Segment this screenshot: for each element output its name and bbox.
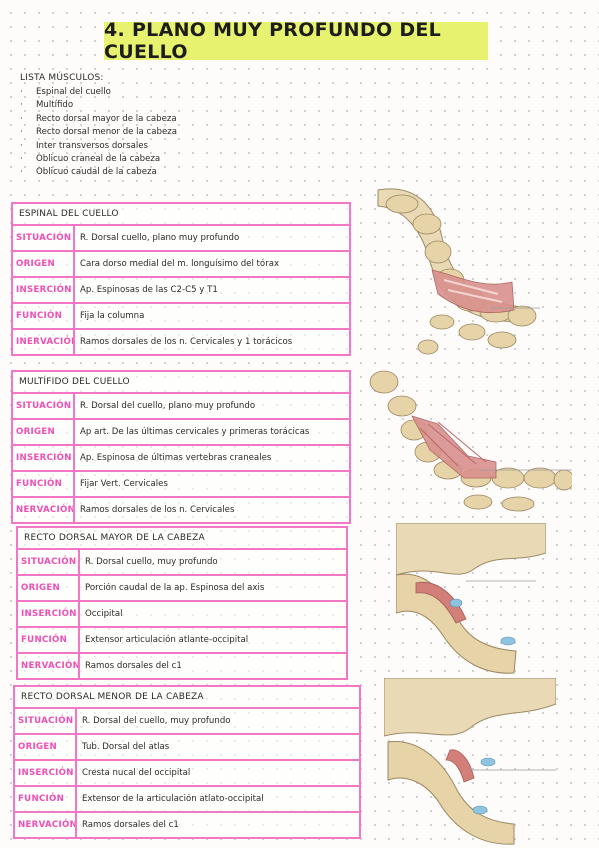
- row-value: Porción caudal de la ap. Espinosa del ax…: [85, 583, 265, 593]
- table-row: ORIGEN Tub. Dorsal del atlas: [15, 735, 359, 761]
- row-label: FUNCIÓN: [13, 304, 75, 328]
- row-value: Fija la columna: [80, 311, 145, 321]
- skull-illustration-recto-menor: [384, 678, 556, 845]
- card-recto-dorsal-mayor: RECTO DORSAL MAYOR DE LA CABEZA SITUACIÓ…: [16, 526, 348, 680]
- table-row: FUNCIÓN Extensor articulación atlante-occ…: [18, 628, 346, 654]
- row-value: Ramos dorsales de los n. Cervicales y 1 …: [80, 337, 293, 347]
- skull-illustration-recto-mayor: [396, 523, 546, 674]
- table-row: ORIGEN Ap art. De las últimas cervicales …: [13, 420, 349, 446]
- row-value: Extensor articulación atlante-occipital: [85, 635, 249, 645]
- card-espinal-del-cuello: ESPINAL DEL CUELLO SITUACIÓN R. Dorsal cu…: [11, 202, 351, 356]
- page-title: 4. PLANO MUY PROFUNDO DEL CUELLO: [104, 19, 442, 63]
- row-value: Ap. Espinosas de las C2-C5 y T1: [80, 285, 218, 295]
- bullet: ·: [20, 100, 23, 111]
- row-label: INERVACIÓN: [13, 330, 75, 354]
- row-value: Ap art. De las últimas cervicales y prim…: [80, 427, 310, 437]
- row-label: ORIGEN: [18, 576, 80, 600]
- row-label: INSERCIÓN: [13, 278, 75, 302]
- row-label: INSERCIÓN: [15, 761, 77, 785]
- row-label: SITUACIÓN: [13, 394, 75, 418]
- bullet: ·: [20, 113, 23, 124]
- table-row: SITUACIÓN R. Dorsal del cuello, muy profu…: [15, 709, 359, 735]
- table-row: FUNCIÓN Extensor de la articulación atlat…: [15, 787, 359, 813]
- table-row: FUNCIÓN Fijar Vert. Cervicales: [13, 472, 349, 498]
- row-label: ORIGEN: [13, 252, 75, 276]
- list-item: ·Recto dorsal mayor de la cabeza: [20, 113, 177, 126]
- spine-illustration-espinal: [377, 188, 540, 355]
- table-row: INSERCIÓN Cresta nucal del occipital: [15, 761, 359, 787]
- row-label: INSERCIÓN: [18, 602, 80, 626]
- row-label: INSERCIÓN: [13, 446, 75, 470]
- row-label: FUNCIÓN: [13, 472, 75, 496]
- list-item: ·Recto dorsal menor de la cabeza: [20, 126, 177, 139]
- row-value: Ramos dorsales del c1: [82, 820, 179, 830]
- row-value: R. Dorsal cuello, plano muy profundo: [80, 233, 240, 243]
- row-label: FUNCIÓN: [18, 628, 80, 652]
- table-row: ORIGEN Cara dorso medial del m. longuísim…: [13, 252, 349, 278]
- bullet: ·: [20, 167, 23, 178]
- row-label: SITUACIÓN: [18, 550, 80, 574]
- card-title: ESPINAL DEL CUELLO: [13, 204, 349, 226]
- row-value: Ramos dorsales de los n. Cervicales: [80, 505, 235, 515]
- table-row: NERVACIÓN Ramos dorsales del c1: [18, 654, 346, 678]
- row-label: SITUACIÓN: [15, 709, 77, 733]
- muscle-list: ·Espinal del cuello ·Multífido ·Recto do…: [20, 86, 177, 180]
- table-row: INSERCIÓN Occipital: [18, 602, 346, 628]
- table-row: SITUACIÓN R. Dorsal cuello, plano muy pro…: [13, 226, 349, 252]
- bullet: ·: [20, 127, 23, 138]
- row-label: NERVACIÓN: [18, 654, 80, 678]
- card-multifido-del-cuello: MULTÍFIDO DEL CUELLO SITUACIÓN R. Dorsal …: [11, 370, 351, 524]
- row-value: Tub. Dorsal del atlas: [82, 742, 170, 752]
- row-label: ORIGEN: [13, 420, 75, 444]
- bullet: ·: [20, 140, 23, 151]
- table-row: NERVACIÓN Ramos dorsales del c1: [15, 813, 359, 837]
- row-value: R. Dorsal del cuello, muy profundo: [82, 716, 231, 726]
- row-value: Ap. Espinosa de últimas vertebras cranea…: [80, 453, 272, 463]
- list-item: ·Oblicuo caudal de la cabeza: [20, 166, 177, 179]
- spine-illustration-multifido: [369, 370, 572, 512]
- list-item: ·Inter transversos dorsales: [20, 140, 177, 153]
- row-value: Occipital: [85, 609, 123, 619]
- muscle-list-heading: LISTA MÚSCULOS:: [20, 73, 104, 83]
- bullet: ·: [20, 153, 23, 164]
- row-value: R. Dorsal cuello, muy profundo: [85, 557, 218, 567]
- table-row: SITUACIÓN R. Dorsal del cuello, plano muy…: [13, 394, 349, 420]
- table-row: FUNCIÓN Fija la columna: [13, 304, 349, 330]
- table-row: INSERCIÓN Ap. Espinosa de últimas vertebr…: [13, 446, 349, 472]
- card-title: RECTO DORSAL MAYOR DE LA CABEZA: [18, 528, 346, 550]
- card-title: RECTO DORSAL MENOR DE LA CABEZA: [15, 687, 359, 709]
- list-item: ·Oblicuo craneal de la cabeza: [20, 153, 177, 166]
- row-value: R. Dorsal del cuello, plano muy profundo: [80, 401, 256, 411]
- bullet: ·: [20, 87, 23, 97]
- list-item: ·Multífido: [20, 99, 177, 112]
- table-row: NERVACIÓN Ramos dorsales de los n. Cervic…: [13, 498, 349, 522]
- list-item: ·Espinal del cuello: [20, 86, 177, 99]
- row-label: NERVACIÓN: [13, 498, 75, 522]
- card-title: MULTÍFIDO DEL CUELLO: [13, 372, 349, 394]
- card-recto-dorsal-menor: RECTO DORSAL MENOR DE LA CABEZA SITUACIÓ…: [13, 685, 361, 839]
- row-value: Cresta nucal del occipital: [82, 768, 191, 778]
- row-label: NERVACIÓN: [15, 813, 77, 837]
- table-row: ORIGEN Porción caudal de la ap. Espinosa …: [18, 576, 346, 602]
- row-value: Extensor de la articulación atlato-occip…: [82, 794, 264, 804]
- row-label: ORIGEN: [15, 735, 77, 759]
- table-row: INSERCIÓN Ap. Espinosas de las C2-C5 y T1: [13, 278, 349, 304]
- row-label: FUNCIÓN: [15, 787, 77, 811]
- table-row: INERVACIÓN Ramos dorsales de los n. Cervi…: [13, 330, 349, 354]
- row-value: Ramos dorsales del c1: [85, 661, 182, 671]
- table-row: SITUACIÓN R. Dorsal cuello, muy profundo: [18, 550, 346, 576]
- page-title-box: 4. PLANO MUY PROFUNDO DEL CUELLO: [104, 19, 488, 63]
- row-label: SITUACIÓN: [13, 226, 75, 250]
- row-value: Fijar Vert. Cervicales: [80, 479, 168, 489]
- row-value: Cara dorso medial del m. longuísimo del …: [80, 259, 280, 269]
